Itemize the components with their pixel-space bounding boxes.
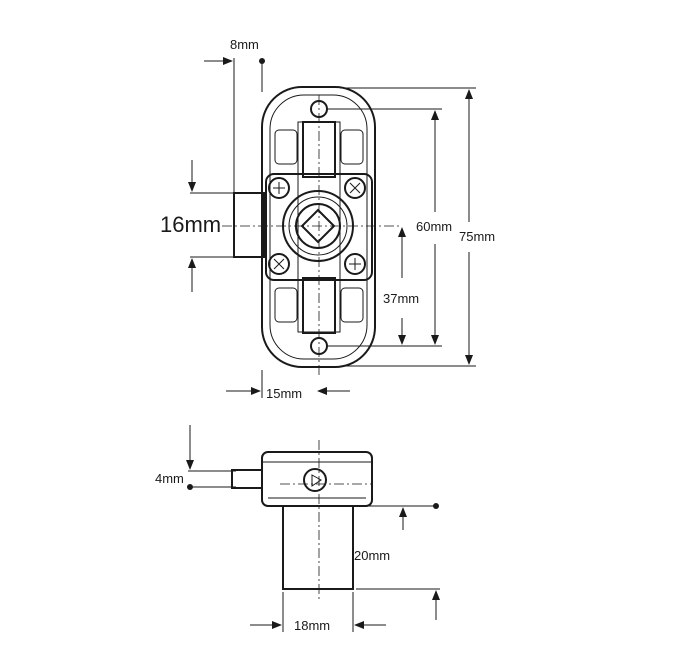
screw-top-left-icon xyxy=(268,177,290,199)
side-cam-hole-icon xyxy=(303,468,327,492)
top-view xyxy=(222,86,402,378)
dim-body-depth: 15mm xyxy=(226,370,350,401)
dim-label-8mm: 8mm xyxy=(230,37,259,52)
dim-overall-length: 75mm xyxy=(340,87,495,367)
keyway-icon xyxy=(300,208,336,244)
screw-bottom-right-icon xyxy=(344,253,366,275)
dim-cam-distance: 60mm xyxy=(327,108,452,347)
recess-bottom-right xyxy=(340,287,364,323)
recess-bottom-left xyxy=(274,287,298,323)
side-view xyxy=(231,440,373,600)
recess-top-right xyxy=(340,129,364,165)
lock-plate-inner xyxy=(269,94,368,360)
bolt-stub xyxy=(233,192,265,258)
dim-label-37mm: 37mm xyxy=(383,291,419,306)
dim-label-15mm: 15mm xyxy=(266,386,302,401)
dim-bolt-thickness: 4mm xyxy=(155,425,236,490)
dim-label-18mm: 18mm xyxy=(294,618,330,633)
dim-label-60mm: 60mm xyxy=(416,219,452,234)
dim-cylinder-length: 20mm xyxy=(354,503,440,620)
dim-bolt-width: 16mm xyxy=(160,160,236,292)
screw-top-right-icon xyxy=(344,177,366,199)
dim-cylinder-diameter: 18mm xyxy=(250,592,386,633)
dim-bolt-offset: 8mm xyxy=(204,37,265,196)
dim-label-75mm: 75mm xyxy=(459,229,495,244)
dim-center-distance: 37mm xyxy=(383,227,419,345)
side-cylinder xyxy=(282,505,354,590)
lock-plate xyxy=(261,86,376,368)
dim-label-20mm: 20mm xyxy=(354,548,390,563)
screw-bottom-left-icon xyxy=(268,253,290,275)
recess-top-left xyxy=(274,129,298,165)
dim-label-4mm: 4mm xyxy=(155,471,184,486)
dim-label-16mm: 16mm xyxy=(160,212,221,237)
side-bolt xyxy=(231,469,263,489)
